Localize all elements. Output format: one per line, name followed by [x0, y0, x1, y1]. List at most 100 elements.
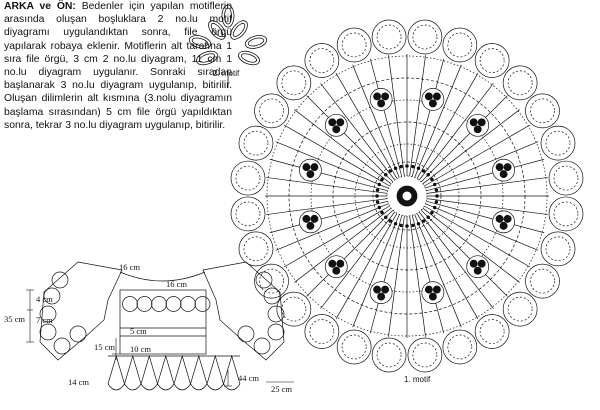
motif-1-scallop	[474, 43, 510, 78]
motif-1-spoke	[422, 207, 520, 283]
sleeve-scallop	[267, 323, 285, 341]
motif-1-cluster-dot	[424, 92, 433, 101]
motif-1-stitch	[380, 210, 384, 215]
motif-1-stitch	[377, 205, 382, 210]
motif-1-scallop-inner	[530, 268, 555, 294]
motif-1-spoke	[266, 198, 388, 215]
motif-1-scallop	[502, 291, 538, 327]
motif-1-cluster-dot	[377, 99, 386, 108]
motif-1-spoke	[283, 124, 390, 187]
motif-1-stitch	[393, 166, 398, 171]
motif-2-petal-inner	[224, 7, 232, 25]
motif-1-spoke	[411, 215, 445, 334]
motif-1-cluster-dot	[310, 163, 319, 172]
motif-2-petal	[230, 20, 248, 40]
motif-1-stitch	[411, 223, 415, 228]
body-rectangle	[119, 289, 207, 355]
motif-1-spoke	[269, 158, 388, 192]
motif-1-stitch	[435, 194, 439, 198]
motif-1-spoke	[369, 215, 403, 334]
motif-1-stitch	[434, 200, 439, 204]
motif-1-scallop-inner	[259, 268, 284, 294]
motif-1-scallop-inner	[243, 236, 269, 262]
right-sleeve-outline	[202, 261, 285, 361]
motif-1-cluster-dot	[428, 292, 437, 301]
motif-1-scallop-inner	[553, 165, 579, 191]
motif-2-petal	[188, 35, 212, 49]
motif-1-scallop	[371, 337, 407, 373]
motif-1-diagram	[230, 19, 584, 373]
instructions-title: ARKA ve ÖN:	[4, 1, 76, 12]
motif-1-caption: 1. motif	[404, 375, 431, 384]
motif-1-spoke	[294, 207, 392, 283]
motif-1-inner-stitches	[375, 164, 439, 228]
motif-1-spoke	[269, 200, 388, 234]
motif-1-scallop-inner	[507, 70, 533, 96]
skirt-hem-scallops	[107, 383, 241, 391]
motif-1-stitch	[416, 166, 421, 171]
motif-1-cluster-dot	[332, 266, 341, 275]
motif-1-scallop	[407, 337, 443, 373]
motif-1-cluster-dot	[381, 92, 390, 101]
sleeve-scallop	[267, 305, 285, 323]
motif-1-scallop	[407, 19, 443, 55]
motif-1-scallop-inner	[309, 319, 335, 344]
motif-1-scallop-inner	[412, 24, 438, 50]
body-height-label: 10 cm	[130, 344, 151, 354]
yoke-circle	[165, 296, 182, 312]
motif-1-outer-scallops	[230, 19, 584, 373]
sleeve-scallop	[39, 323, 57, 341]
motif-1-stitch	[421, 169, 426, 173]
motif-2-diagram	[188, 4, 268, 88]
skirt-scallop	[223, 383, 241, 391]
motif-1-scallop-inner	[259, 98, 284, 124]
motif-2-petal	[238, 50, 260, 66]
pattern-instructions: ARKA ve ÖN: Bedenler için yapılan motifl…	[4, 0, 232, 132]
motif-1-spoke	[414, 64, 462, 178]
motif-1-stitch	[388, 169, 393, 173]
motif-1-spoke	[294, 109, 392, 185]
yoke-circle	[122, 296, 138, 312]
motif-1-cluster-dot	[432, 92, 441, 101]
skirt-scallop	[157, 383, 175, 391]
motif-1-cluster-dot	[473, 125, 482, 134]
motif-1-scallop	[238, 125, 274, 161]
motif-2-petals	[188, 4, 268, 66]
left-sleeve-scallops	[39, 271, 87, 355]
motif-1-cluster-dot	[306, 221, 315, 230]
motif-1-cluster-dot	[310, 214, 319, 223]
hem-height-label: 14 cm	[68, 377, 89, 387]
sleeve-scallop	[237, 325, 255, 343]
motif-1-scallop-inner	[447, 334, 473, 360]
motif-2-petal-inner	[247, 37, 265, 47]
motif-1-scallop	[304, 314, 340, 349]
sleeve-scallop	[263, 287, 281, 305]
instructions-body: Bedenler için yapılan motiflerin arasınd…	[4, 1, 232, 131]
motif-1-spoke	[411, 58, 445, 177]
motif-1-spoke	[306, 95, 394, 183]
motif-1-scallop	[525, 263, 560, 299]
motif-1-scallop	[304, 43, 340, 78]
motif-1-scallop	[230, 160, 266, 196]
motif-1-cluster-dot	[473, 266, 482, 275]
motif-1-scallop	[276, 291, 312, 327]
yoke-circle	[151, 296, 167, 312]
motif-1-scallop-inner	[341, 334, 367, 360]
yoke-circle	[136, 296, 153, 312]
motif-1-stitch	[405, 224, 409, 228]
motif-1-stitch	[375, 200, 380, 204]
motif-1-scallop-inner	[545, 130, 571, 156]
motif-1-scallop	[502, 65, 538, 101]
skirt-scallop	[140, 383, 158, 391]
motif-1-scallop-inner	[341, 32, 367, 58]
motif-1-scallop-inner	[235, 165, 261, 191]
yoke-circle-row	[122, 296, 211, 312]
sleeve-scallop	[51, 271, 69, 289]
motif-1-cluster-dot	[373, 285, 382, 294]
motif-1-scallop	[540, 125, 576, 161]
motif-1-stitch	[393, 221, 398, 226]
motif-1-stitch	[377, 182, 382, 187]
skirt-scallop	[206, 383, 224, 391]
half-width-label: 25 cm	[271, 384, 292, 394]
motif-1-scallop-inner	[447, 32, 473, 58]
